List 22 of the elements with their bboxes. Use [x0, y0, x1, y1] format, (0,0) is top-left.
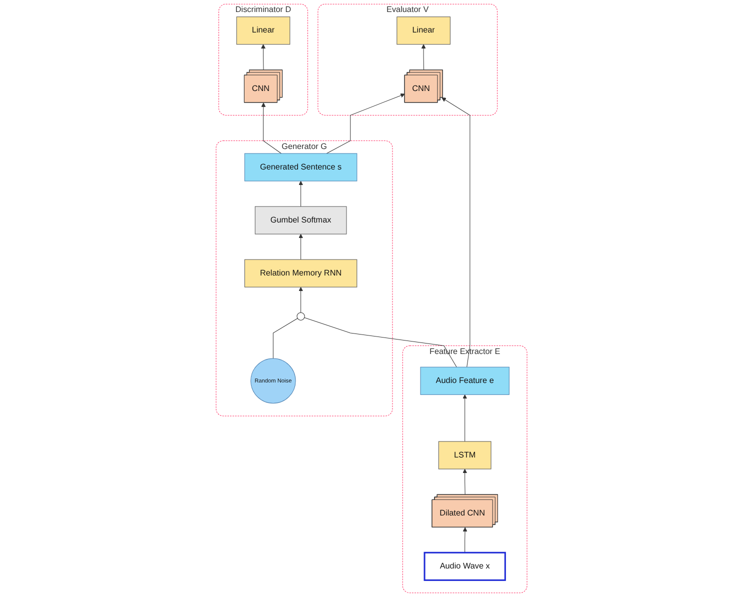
arrow	[462, 394, 468, 442]
connector	[304, 317, 457, 368]
arrow	[261, 102, 282, 154]
arrow	[298, 180, 303, 207]
node-box: Generated Sentence s	[244, 153, 358, 182]
arrow	[462, 468, 468, 496]
node-box: Linear	[396, 16, 450, 45]
arrow	[260, 44, 266, 70]
arrow	[462, 527, 468, 553]
arrow	[298, 234, 303, 260]
node-box: Audio Feature e	[420, 366, 510, 395]
node-circle	[296, 312, 305, 320]
arrow	[326, 93, 405, 154]
arrow	[421, 44, 426, 70]
node-box: Gumbel Softmax	[254, 206, 347, 234]
node-box: Linear	[236, 16, 290, 45]
node-box: Audio Wave x	[424, 552, 506, 581]
node-box: Relation Memory RNN	[244, 259, 358, 288]
arrow	[441, 97, 470, 368]
node-box: LSTM	[438, 441, 492, 470]
arrow	[298, 286, 303, 313]
connector	[272, 318, 298, 359]
